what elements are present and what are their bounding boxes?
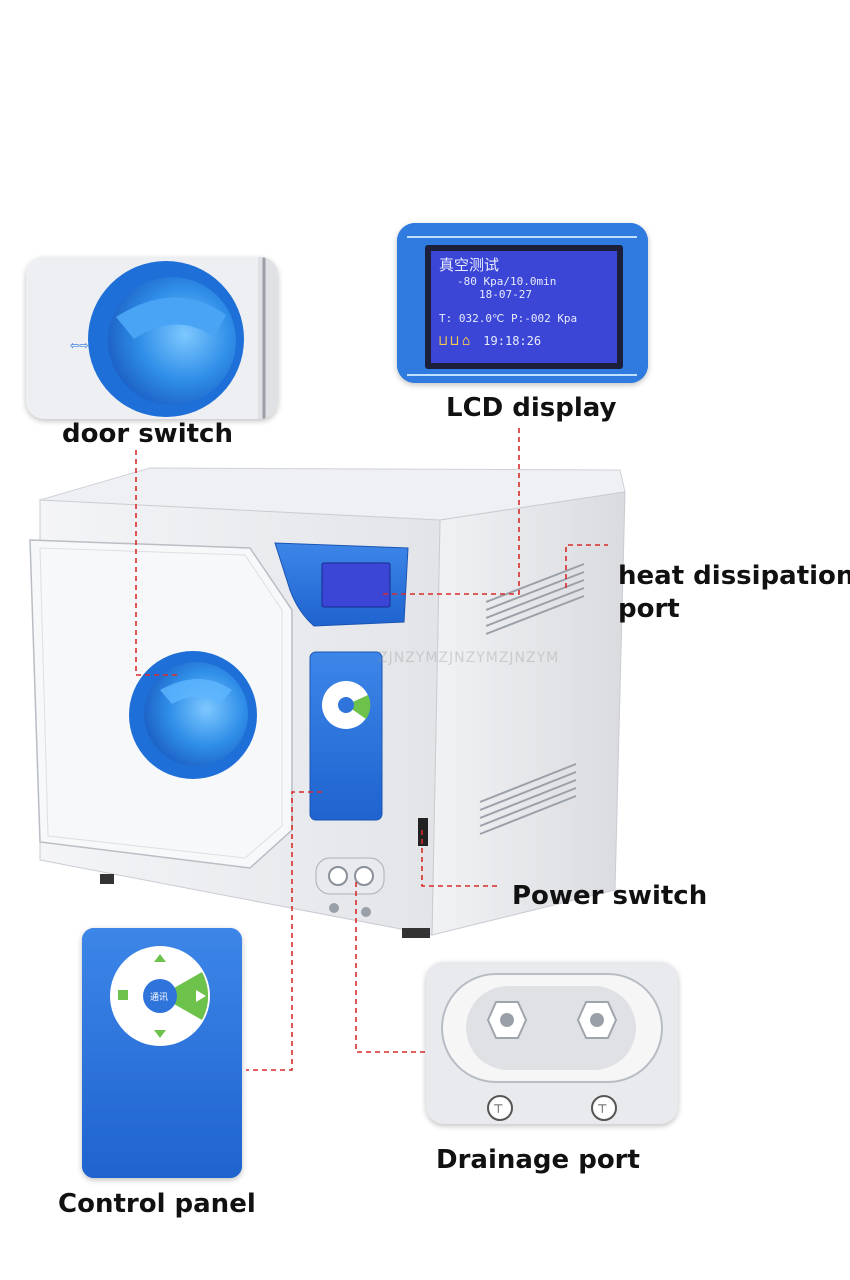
control-panel-center-button: 通讯 (150, 993, 169, 1003)
drainage-port-callout: ⊤ ⊤ (426, 962, 678, 1124)
drainage-port-label: Drainage port (436, 1145, 640, 1175)
door-knob-closeup: ⇦⇨ (26, 257, 278, 419)
control-panel-callout: 通讯 (82, 928, 242, 1178)
lcd-line-1: -80 Kpa/10.0min (457, 275, 557, 288)
heat-dissipation-port-label: heat dissipation port (618, 560, 850, 625)
lcd-time: 19:18:26 (483, 334, 542, 348)
power-switch-label: Power switch (512, 881, 708, 911)
lcd-line-2: 18-07-27 (479, 288, 532, 301)
heat-dissipation-line-2: port (618, 593, 680, 624)
svg-text:⊤: ⊤ (597, 1102, 607, 1116)
control-panel-closeup (82, 928, 242, 1178)
lcd-screen-closeup (397, 223, 648, 383)
door-switch-callout: ⇦⇨ (26, 257, 278, 419)
drainage-port-closeup: ⊤ ⊤ (426, 962, 678, 1124)
lcd-display-callout: 真空测试 -80 Kpa/10.0min 18-07-27 T: 032.0℃ … (397, 223, 648, 383)
control-panel-label: Control panel (58, 1189, 256, 1219)
svg-text:⊤: ⊤ (493, 1102, 503, 1116)
watermark: ZJNZYMZJNZYMZJNZYM (378, 650, 560, 666)
lcd-display-label: LCD display (446, 393, 617, 423)
lcd-title: 真空测试 (439, 256, 500, 274)
lcd-line-3: T: 032.0℃ P:-002 Kpa (439, 312, 578, 325)
svg-text:⇦⇨: ⇦⇨ (70, 339, 88, 352)
door-switch-label: door switch (62, 419, 233, 449)
heat-dissipation-line-1: heat dissipation (618, 561, 850, 591)
lcd-status-icons: ⊔⊔⌂ (439, 333, 474, 349)
